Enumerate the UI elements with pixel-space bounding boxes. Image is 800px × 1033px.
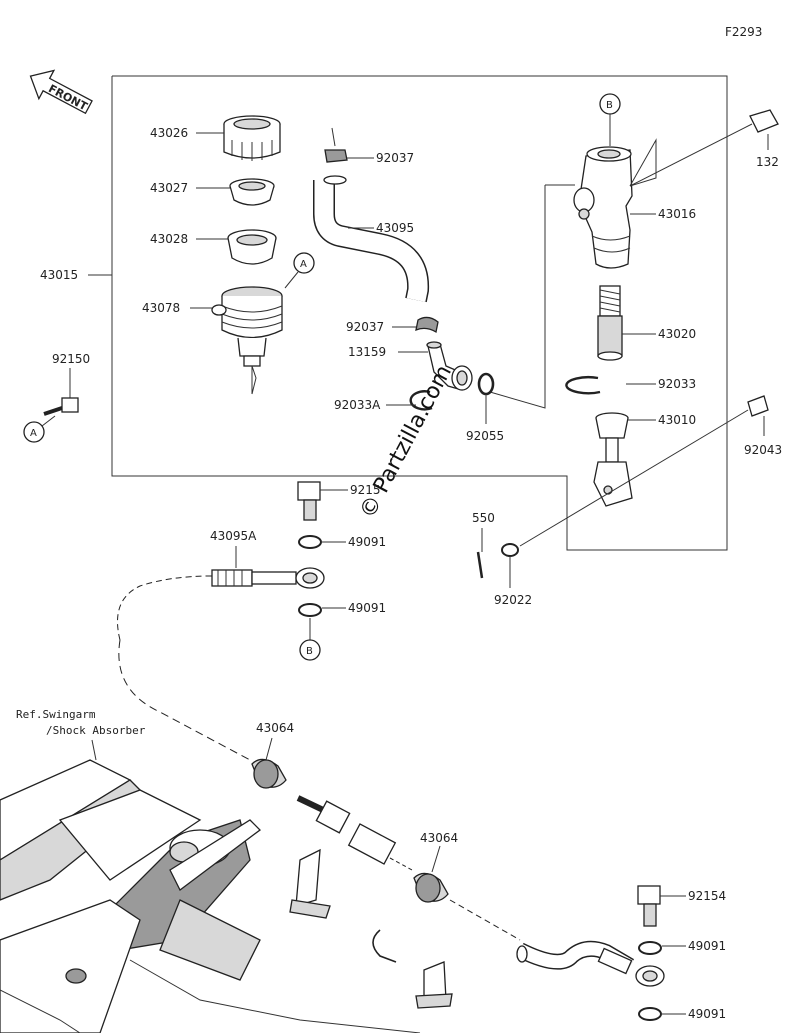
watermark-text: © Partzilla.com: [355, 361, 457, 523]
ref-label-line1: Ref.Swingarm: [16, 708, 96, 721]
label-49091-c: 49091: [688, 939, 726, 953]
part-49091-washer-c: [638, 941, 662, 955]
label-43010: 43010: [658, 413, 696, 427]
part-49091-washer-b: [298, 603, 322, 617]
label-9215x: 9215: [350, 483, 381, 497]
marker-a-left: [23, 421, 45, 443]
label-43026: 43026: [150, 126, 188, 140]
part-92037-clamp-top: [324, 127, 348, 163]
part-92033A-circlip: [409, 390, 433, 411]
label-49091-d: 49091: [688, 1007, 726, 1021]
label-92037-mid: 92037: [346, 320, 384, 334]
part-hose-guide-bracket: [289, 848, 331, 919]
label-92055: 92055: [466, 429, 504, 443]
part-43020-piston: [597, 285, 623, 361]
label-49091-a: 49091: [348, 535, 386, 549]
part-92150-bolt: [43, 397, 79, 416]
part-92055-oring: [477, 372, 495, 396]
marker-a-top: [293, 252, 315, 274]
figure-code: F2293: [725, 25, 762, 39]
hose-route-dashed: [118, 639, 251, 761]
part-92154-banjo-bolt: [637, 885, 661, 927]
part-43095-hose: [313, 175, 430, 303]
leader-marker-a-top: [284, 271, 299, 289]
label-43016: 43016: [658, 207, 696, 221]
label-43064-b: 43064: [420, 831, 458, 845]
part-43064-grommet-a: [251, 758, 287, 789]
label-132: 132: [756, 155, 779, 169]
part-43010-pushrod: [593, 412, 633, 507]
marker-b-top-label: B: [606, 100, 613, 111]
ref-label-line2: /Shock Absorber: [46, 724, 146, 737]
part-43027-plate: [229, 178, 275, 206]
part-92033-circlip: [565, 376, 601, 395]
part-hose-rear-caliper: [449, 899, 665, 987]
part-49091-washer-d: [638, 1007, 662, 1021]
part-49091-washer-a: [298, 535, 322, 549]
leader-marker-a-left: [41, 415, 56, 427]
label-43028: 43028: [150, 232, 188, 246]
marker-b-bottom: [299, 639, 321, 661]
label-43064-a: 43064: [256, 721, 294, 735]
reservoir-group-frame: [111, 75, 728, 551]
part-132-bolt: [629, 109, 779, 187]
part-hose-segment-mid: [296, 795, 413, 871]
part-92043-pin: [519, 395, 769, 547]
part-92022-washer: [501, 543, 519, 557]
bracket-43016: [489, 185, 546, 409]
part-92037-clamp-mid: [415, 316, 439, 334]
part-43028-diaphragm: [227, 229, 277, 265]
label-92037-top: 92037: [376, 151, 414, 165]
label-92033: 92033: [658, 377, 696, 391]
label-43095A: 43095A: [210, 529, 257, 543]
part-550-cotter: [476, 551, 484, 579]
label-43027: 43027: [150, 181, 188, 195]
part-hose-clip: [372, 929, 453, 1009]
part-43095A-hose: [117, 567, 325, 641]
swingarm-frame: [0, 759, 421, 1033]
label-92150: 92150: [52, 352, 90, 366]
label-43095: 43095: [376, 221, 414, 235]
leader-ref-swingarm: [91, 739, 97, 761]
label-550: 550: [472, 511, 495, 525]
label-92154: 92154: [688, 889, 726, 903]
front-arrow-icon: FRONT: [29, 69, 93, 115]
part-43026-cap: [223, 115, 281, 161]
leader-43064-a: [265, 737, 273, 761]
part-9215x-banjo-bolt: [297, 481, 321, 521]
label-92043: 92043: [744, 443, 782, 457]
part-43064-grommet-b: [413, 872, 449, 903]
label-92033A: 92033A: [334, 398, 381, 412]
front-label: FRONT: [46, 82, 90, 113]
label-92022: 92022: [494, 593, 532, 607]
label-49091-b: 49091: [348, 601, 386, 615]
leader-43064-b: [431, 845, 441, 873]
part-43078-reservoir: [211, 286, 283, 395]
leader-43016-bracket: [629, 138, 657, 187]
label-13159: 13159: [348, 345, 386, 359]
marker-b-bottom-label: B: [306, 646, 313, 657]
marker-a-left-label: A: [30, 428, 37, 439]
label-43078: 43078: [142, 301, 180, 315]
part-13159-fitting: [426, 341, 473, 391]
label-43020: 43020: [658, 327, 696, 341]
label-43015: 43015: [40, 268, 78, 282]
part-43016-master-cylinder: [573, 146, 633, 269]
marker-a-top-label: A: [300, 259, 307, 270]
